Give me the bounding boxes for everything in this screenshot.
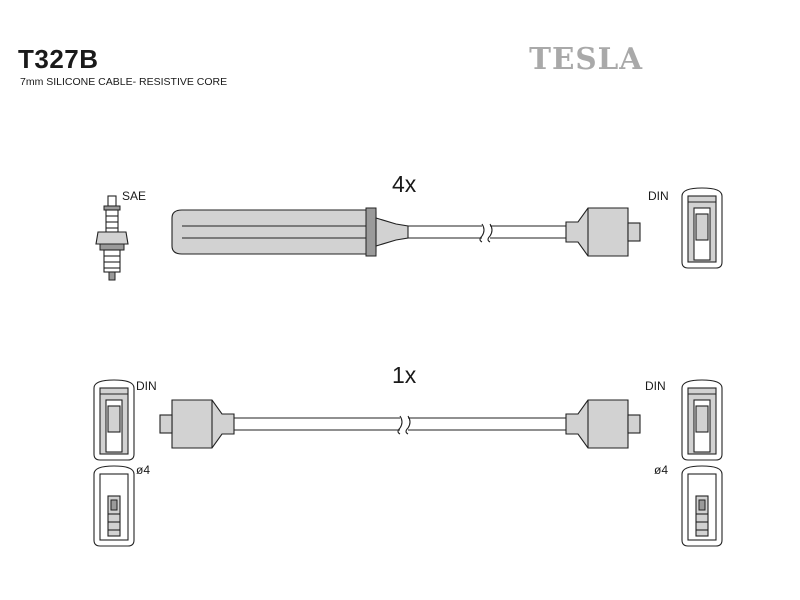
bottom-cable (234, 415, 566, 435)
bottom-left-din-label: DIN (136, 379, 157, 393)
bottom-left-boot (159, 399, 235, 449)
top-plug-boot (171, 207, 409, 257)
right-pin-label: ø4 (654, 463, 668, 477)
sae-label: SAE (122, 189, 146, 203)
bottom-quantity: 1x (392, 362, 417, 388)
bottom-right-boot (565, 399, 641, 449)
left-pin-label: ø4 (136, 463, 150, 477)
brand-logo: TESLA (529, 42, 644, 77)
bottom-left-pin-connector-icon (93, 465, 135, 547)
bottom-right-pin-connector-icon (681, 465, 723, 547)
top-cable (408, 223, 566, 243)
top-din-connector-icon (681, 187, 723, 269)
spark-plug-icon (95, 195, 129, 281)
top-coil-boot (565, 207, 641, 257)
part-number: T327B (18, 44, 99, 74)
top-quantity: 4x (392, 171, 417, 197)
bottom-left-din-connector-icon (93, 379, 135, 461)
cable-spec: 7mm SILICONE CABLE- RESISTIVE CORE (20, 76, 228, 88)
top-din-label: DIN (648, 189, 669, 203)
bottom-right-din-connector-icon (681, 379, 723, 461)
bottom-right-din-label: DIN (645, 379, 666, 393)
